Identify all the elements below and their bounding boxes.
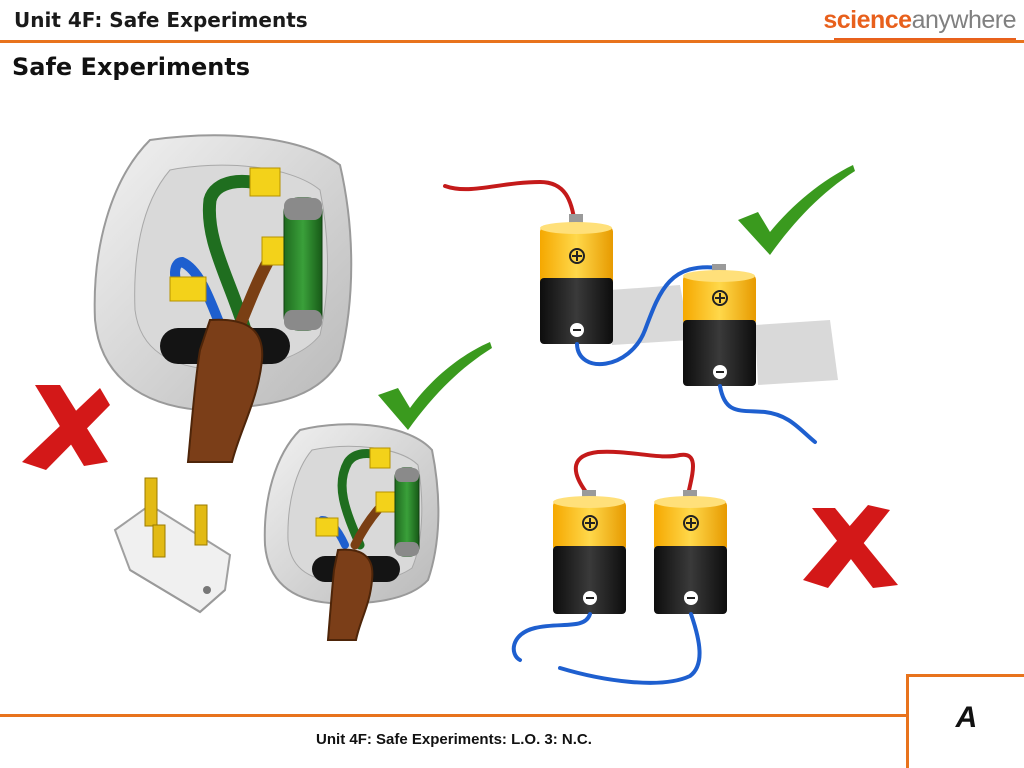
open-plug-wrong-wiring: [93, 134, 353, 463]
cross-mark-icon: [22, 385, 110, 470]
logo-anywhere-text: anywhere: [911, 6, 1017, 34]
battery-circuit-correct: [443, 179, 838, 444]
header-divider: [0, 40, 1024, 43]
check-mark-icon: [738, 165, 855, 255]
logo-underline: [834, 38, 1016, 40]
footer-text: Unit 4F: Safe Experiments: L.O. 3: N.C.: [316, 731, 592, 748]
check-mark-icon: [378, 342, 492, 430]
earth-terminal: [249, 167, 281, 197]
open-plug-correct-wiring: [263, 423, 440, 641]
corner-label-box: A: [906, 674, 1024, 768]
plug-pins: [113, 477, 232, 614]
header-title: Unit 4F: Safe Experiments: [14, 8, 308, 32]
logo-science-text: science: [823, 6, 912, 34]
footer-divider: [0, 714, 908, 717]
neutral-terminal: [169, 276, 207, 302]
battery-circuit-short: [511, 449, 727, 685]
slide-title: Safe Experiments: [12, 53, 251, 81]
science-anywhere-logo: scienceanywhere: [823, 6, 1016, 35]
cross-mark-icon: [803, 505, 898, 588]
corner-letter: A: [955, 701, 978, 734]
